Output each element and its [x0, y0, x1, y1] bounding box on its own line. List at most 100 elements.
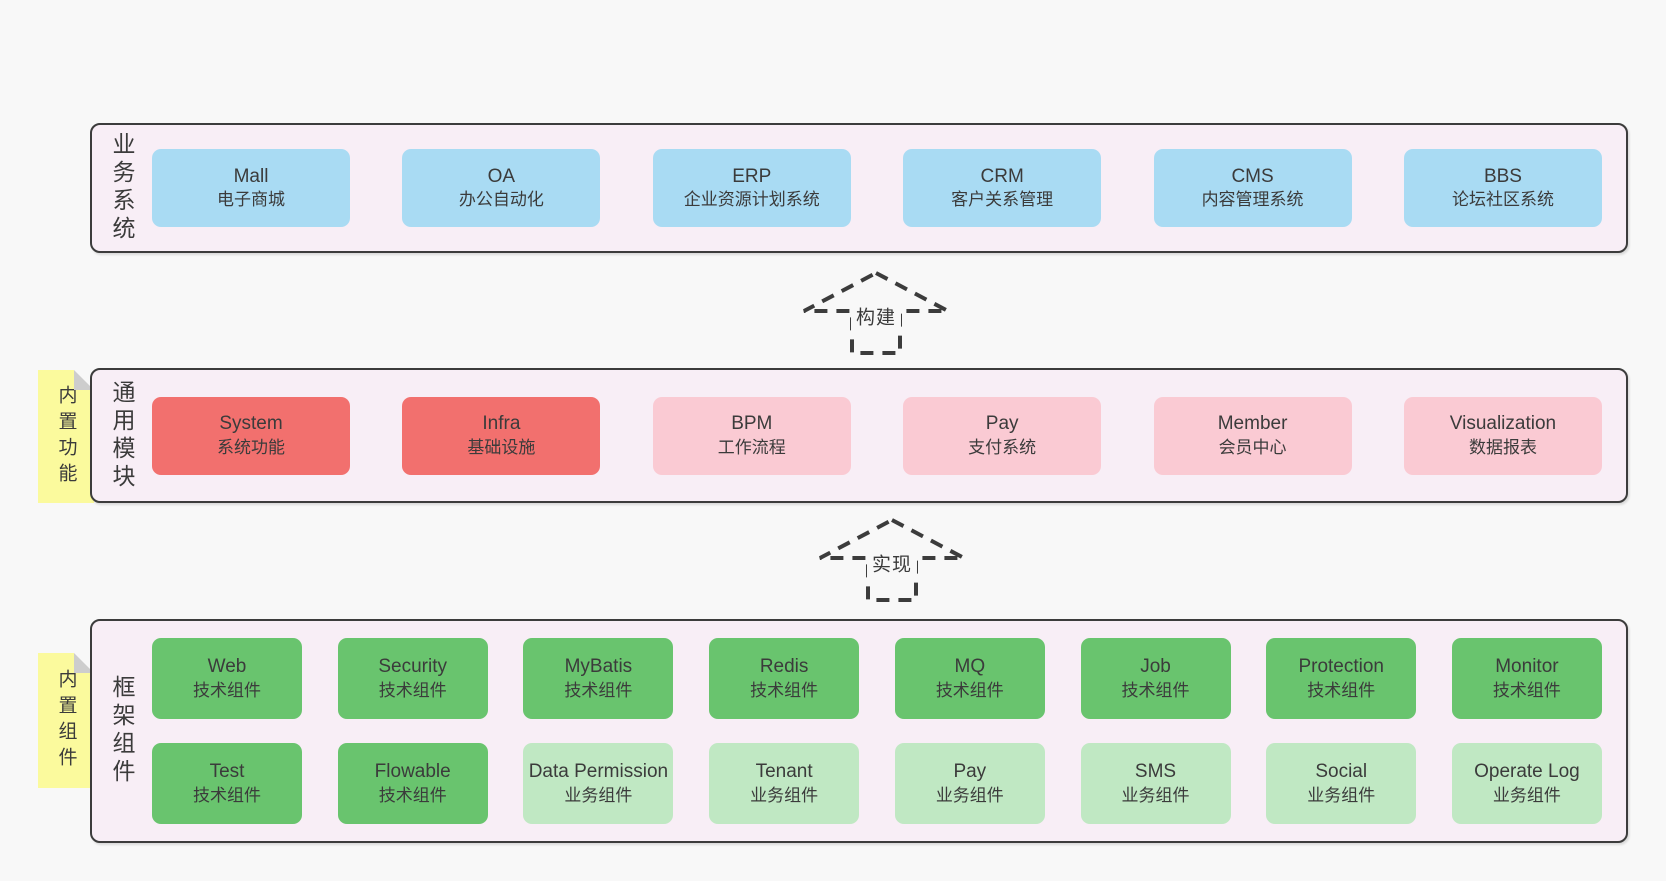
module-box-title: Social [1315, 761, 1368, 783]
module-box-subtitle: 技术组件 [193, 680, 261, 700]
module-box-subtitle: 技术组件 [564, 680, 633, 700]
module-box-title: Redis [759, 656, 809, 678]
module-box-subtitle: 办公自动化 [458, 190, 544, 210]
module-box-title: System [219, 413, 283, 435]
module-box-subtitle: 支付系统 [968, 437, 1037, 457]
module-box-title: Visualization [1449, 413, 1557, 435]
module-box-subtitle: 技术组件 [378, 680, 447, 700]
module-box-title: Member [1217, 413, 1288, 435]
arrow-build: 构建 [801, 270, 951, 356]
module-box-subtitle: 客户关系管理 [951, 190, 1054, 210]
module-box-title: Job [1140, 656, 1171, 678]
module-box-title: CRM [980, 165, 1024, 187]
dashed-up-arrow-icon [819, 517, 965, 602]
arrow-build-label: 构建 [850, 301, 902, 331]
arrow-implement: 实现 [817, 517, 967, 603]
module-box-subtitle: 业务组件 [1121, 785, 1190, 805]
band-label-framework-components: 框架组件 [109, 675, 135, 787]
module-box-subtitle: 企业资源计划系统 [683, 190, 820, 210]
band-label-common-modules: 通用模块 [109, 379, 135, 492]
module-box-title: MyBatis [564, 656, 633, 678]
module-box-title: Test [209, 761, 245, 783]
module-box-title: Protection [1298, 656, 1384, 678]
sticky-note-text: 内置功能 [55, 384, 77, 489]
module-box-title: Infra [482, 413, 521, 435]
sticky-note-text: 内置组件 [55, 668, 77, 773]
module-box-subtitle: 技术组件 [378, 785, 447, 805]
module-box-subtitle: 工作流程 [717, 437, 786, 457]
module-box-subtitle: 内容管理系统 [1201, 190, 1304, 210]
sticky-note-built-in-components: 内置组件 [38, 653, 94, 788]
module-box-erp: ERP 企业资源计划系统 [652, 149, 851, 227]
module-box-title: MQ [954, 656, 986, 678]
module-box-subtitle: 技术组件 [1307, 680, 1376, 700]
module-box-title: BPM [731, 413, 773, 435]
module-box-title: Flowable [374, 761, 451, 783]
module-box-title: ERP [732, 165, 772, 187]
module-box-subtitle: 电子商城 [217, 190, 285, 210]
module-box-title: Mall [233, 165, 269, 187]
module-box-title: Web [207, 656, 247, 678]
module-box-subtitle: 会员中心 [1218, 437, 1287, 457]
module-box-title: Operate Log [1474, 761, 1580, 783]
module-box-title: Monitor [1495, 656, 1559, 678]
module-box-title: Security [378, 656, 448, 678]
module-box-subtitle: 数据报表 [1468, 437, 1537, 457]
module-box-subtitle: 技术组件 [1121, 680, 1190, 700]
module-box-subtitle: 技术组件 [193, 785, 261, 805]
module-box-subtitle: 系统功能 [217, 437, 285, 457]
band-label-business-systems: 业务系统 [109, 132, 135, 244]
module-box-subtitle: 业务组件 [1492, 785, 1561, 805]
module-box-crm: CRM 客户关系管理 [903, 149, 1102, 227]
module-box-subtitle: 业务组件 [1307, 785, 1376, 805]
module-box-cms: CMS 内容管理系统 [1153, 149, 1352, 227]
module-box-title: Tenant [755, 761, 813, 783]
module-box-title: BBS [1483, 165, 1522, 187]
module-box-title: Pay [985, 413, 1019, 435]
module-box-subtitle: 技术组件 [750, 680, 819, 700]
module-box-title: SMS [1134, 761, 1177, 783]
module-box-subtitle: 业务组件 [564, 785, 633, 805]
module-box-subtitle: 业务组件 [750, 785, 819, 805]
module-box-title: Data Permission [528, 761, 669, 783]
sticky-note-built-in-features: 内置功能 [38, 370, 94, 503]
module-box-subtitle: 论坛社区系统 [1451, 190, 1554, 210]
module-box-title: CMS [1231, 165, 1274, 187]
dashed-up-arrow-icon [803, 270, 949, 355]
module-box-subtitle: 基础设施 [467, 437, 536, 457]
module-box-mall: Mall 电子商城 [152, 149, 350, 227]
module-box-subtitle: 技术组件 [935, 680, 1004, 700]
arrow-implement-label: 实现 [866, 548, 918, 578]
module-box-subtitle: 技术组件 [1492, 680, 1561, 700]
module-box-bbs: BBS 论坛社区系统 [1403, 149, 1602, 227]
